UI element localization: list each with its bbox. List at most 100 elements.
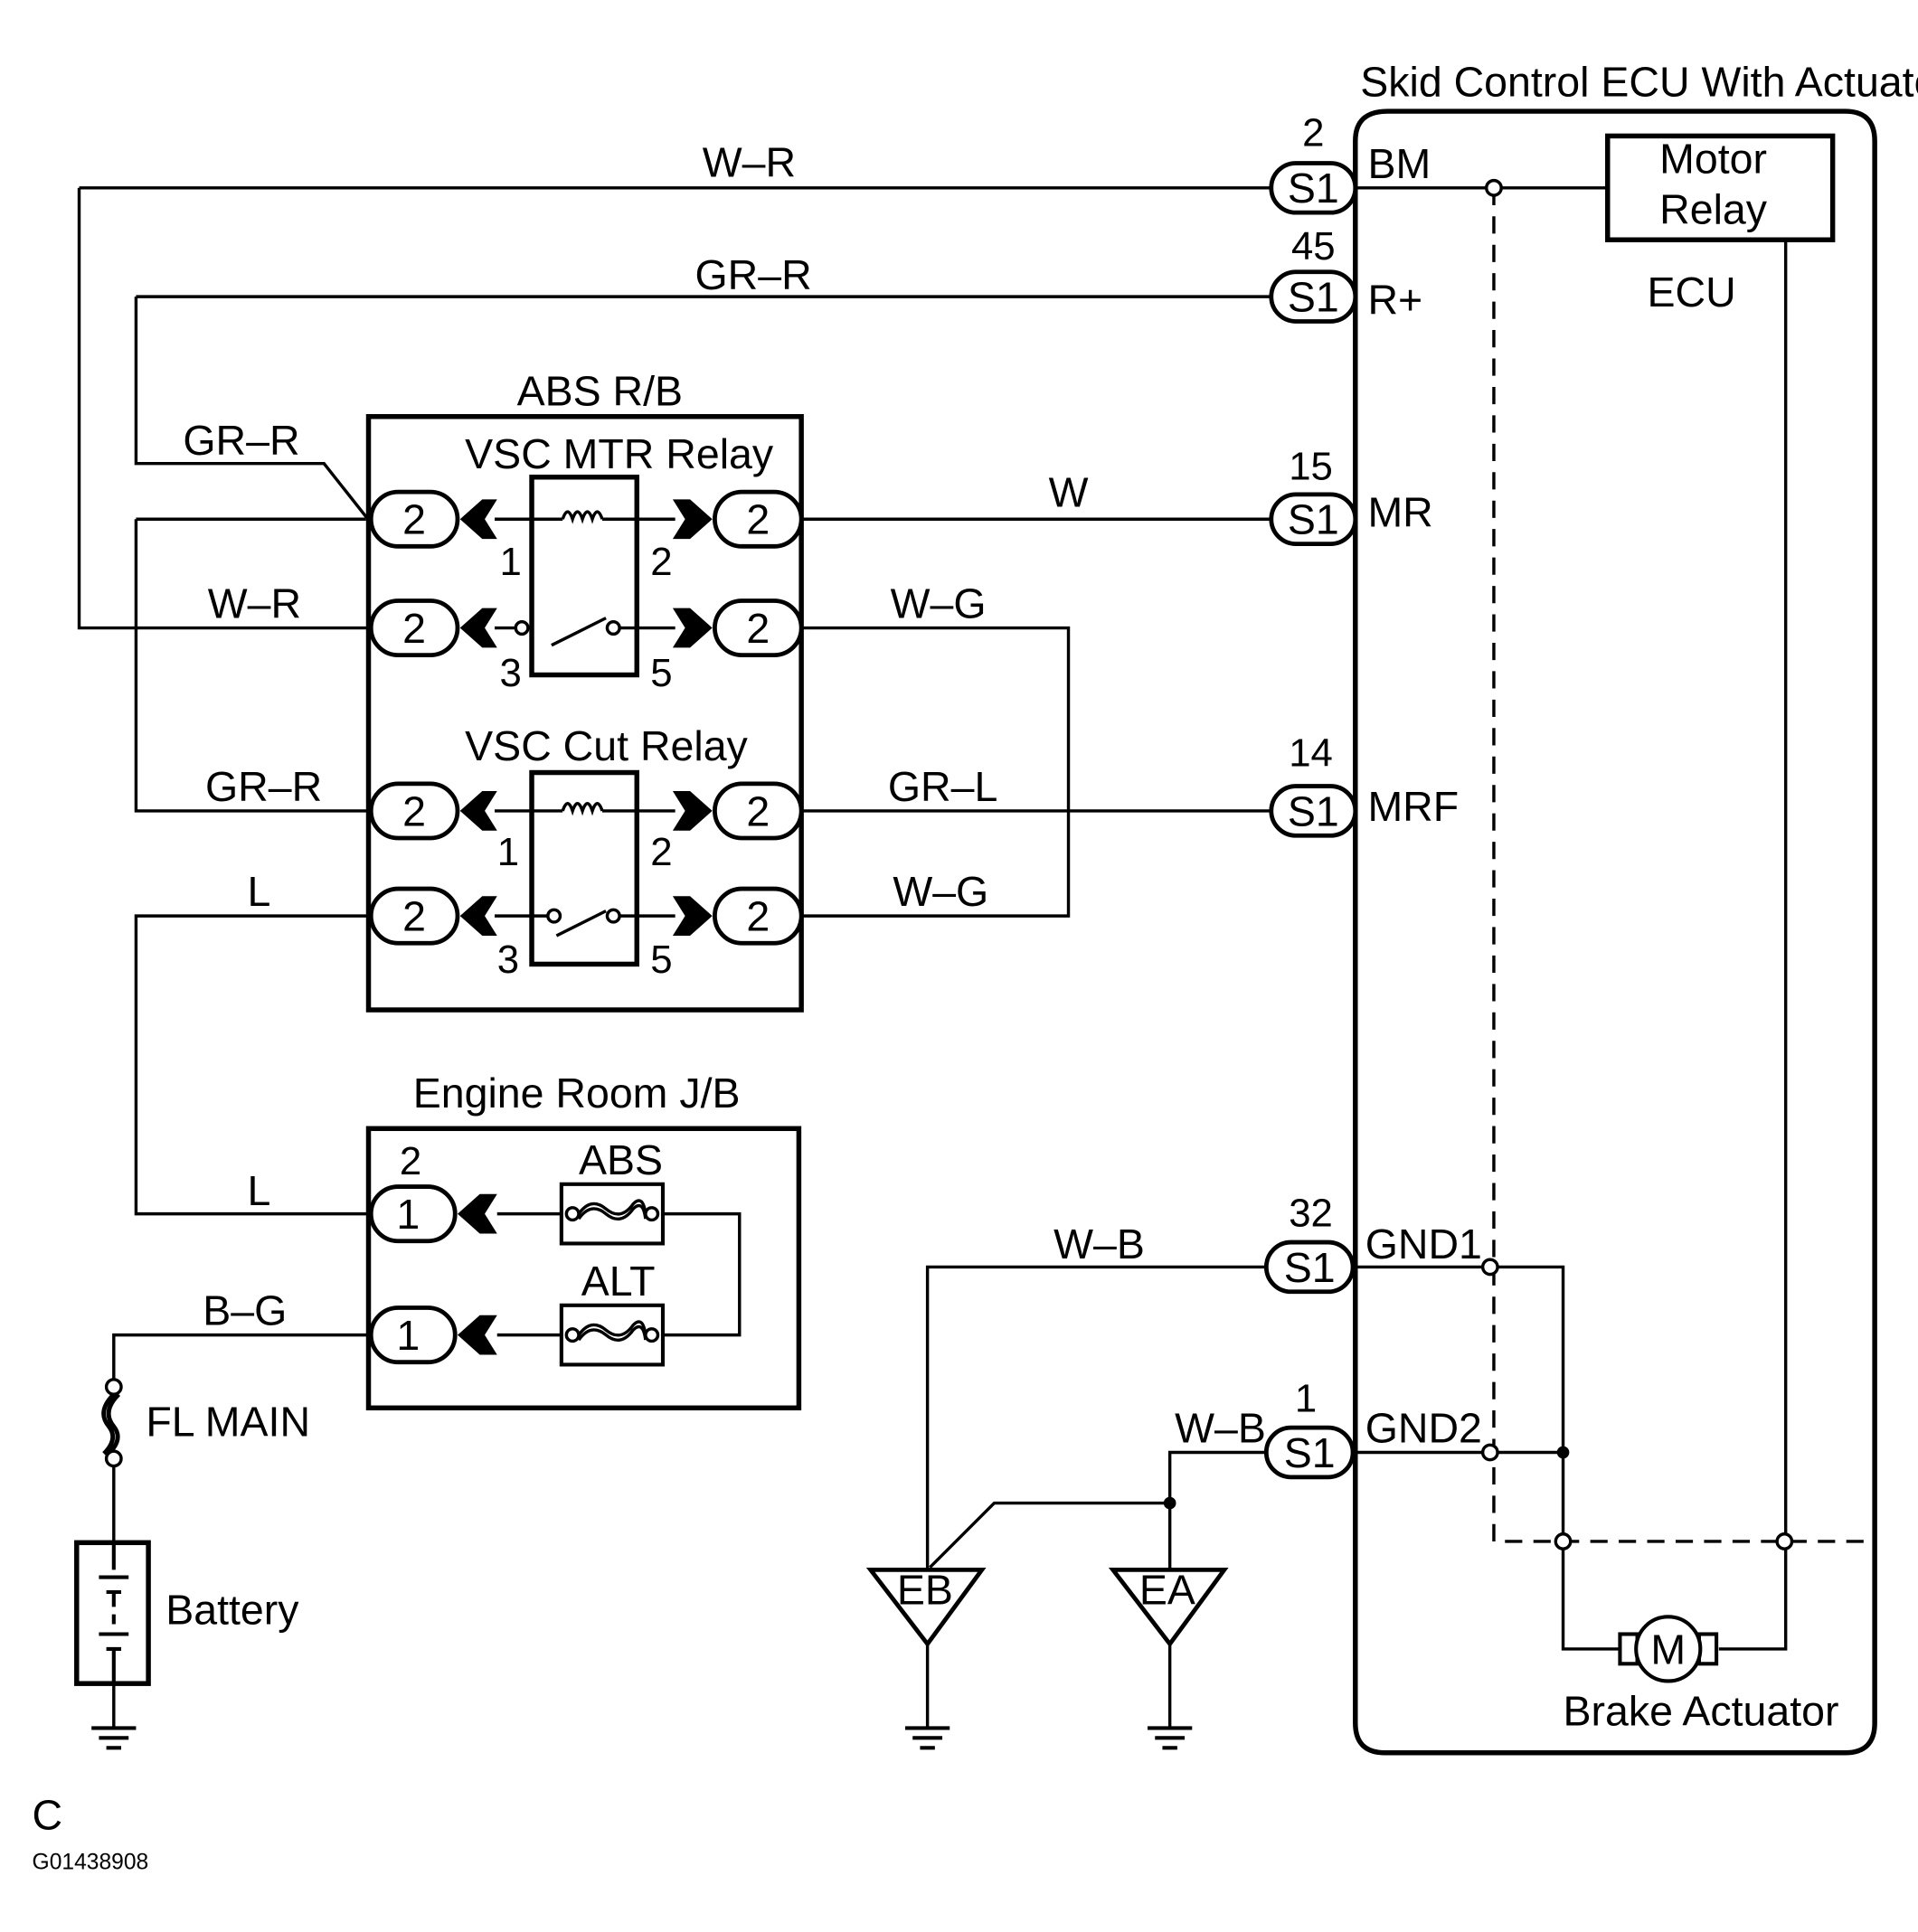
wire-w-b-gnd1 xyxy=(925,1265,1267,1570)
junction-ea xyxy=(1163,1496,1176,1510)
fl-main-label: FL MAIN xyxy=(146,1399,310,1446)
wire-label-gr-l: GR–L xyxy=(888,763,997,810)
svg-text:2: 2 xyxy=(650,540,672,584)
svg-text:2: 2 xyxy=(746,496,770,543)
terminal-gnd2: 1 S1 GND2 xyxy=(1263,1376,1482,1480)
svg-text:1: 1 xyxy=(1295,1376,1317,1420)
wire-label-w-b-1: W–B xyxy=(1053,1220,1145,1268)
terminal-bm: 2 S1 BM xyxy=(1269,110,1431,215)
svg-text:45: 45 xyxy=(1291,224,1336,269)
ground-eb-icon xyxy=(905,1726,950,1750)
svg-text:3: 3 xyxy=(499,651,521,695)
ground-symbols xyxy=(91,1726,1193,1750)
vsc-mtr-coil xyxy=(561,510,604,524)
terminal-r-plus: 45 S1 R+ xyxy=(1269,224,1422,324)
fuse-alt xyxy=(559,1303,666,1367)
svg-text:2: 2 xyxy=(650,830,672,874)
svg-text:3: 3 xyxy=(497,938,519,982)
wire-b-g xyxy=(112,1333,372,1382)
svg-text:MRF: MRF xyxy=(1367,783,1459,830)
abs-rb: ABS R/B VSC MTR Relay VSC Cut Relay 1 2 … xyxy=(365,367,804,1013)
ground-battery-icon xyxy=(91,1726,137,1750)
wire-l xyxy=(134,914,372,1216)
wire-gr-r-mtr xyxy=(134,297,372,519)
engine-jb-pin-number: 2 xyxy=(400,1139,421,1183)
svg-text:S1: S1 xyxy=(1288,787,1339,834)
svg-text:BM: BM xyxy=(1367,140,1431,187)
wire-label-w-r-top: W–R xyxy=(703,139,796,186)
wire-label-w-b-2: W–B xyxy=(1175,1405,1266,1452)
svg-text:1: 1 xyxy=(396,1191,420,1238)
ground-ea-icon xyxy=(1148,1726,1193,1750)
motor-symbol: M xyxy=(1650,1626,1686,1673)
wire-label-b-g: B–G xyxy=(203,1287,287,1334)
wire-labels: W–R GR–R GR–R W–R W W–G GR–R GR–L L W–G … xyxy=(183,139,1265,1452)
wire-w-g-loop xyxy=(801,626,1071,918)
vsc-cut-relay-title: VSC Cut Relay xyxy=(465,722,748,769)
wire-label-w-g-1: W–G xyxy=(891,580,987,627)
abs-rb-title: ABS R/B xyxy=(517,367,683,414)
engine-room-jb: Engine Room J/B 2 1 1 ABS ALT xyxy=(365,1070,802,1411)
svg-text:2: 2 xyxy=(402,496,426,543)
ecu-node-gnd1 xyxy=(1480,1258,1499,1277)
svg-text:2: 2 xyxy=(402,787,426,834)
skid-control-ecu: Skid Control ECU With Actuator Motor Rel… xyxy=(1353,59,1918,1756)
svg-text:1: 1 xyxy=(499,540,521,584)
vsc-mtr-switch xyxy=(551,617,607,647)
svg-text:2: 2 xyxy=(1302,110,1324,155)
fuse-abs-label: ABS xyxy=(579,1136,663,1183)
svg-text:1: 1 xyxy=(497,830,519,874)
svg-text:MR: MR xyxy=(1367,488,1432,535)
wire-label-w-r-mtr: W–R xyxy=(208,580,301,627)
svg-text:2: 2 xyxy=(746,787,770,834)
svg-text:5: 5 xyxy=(650,938,672,982)
wire-label-l-1: L xyxy=(248,868,271,915)
ecu-box xyxy=(1353,108,1877,1756)
svg-text:2: 2 xyxy=(402,893,426,940)
ecu-node-dash-2 xyxy=(1775,1532,1794,1550)
vsc-cut-coil xyxy=(561,801,604,816)
svg-text:GND2: GND2 xyxy=(1365,1405,1482,1452)
svg-text:R+: R+ xyxy=(1367,276,1422,323)
svg-text:GND1: GND1 xyxy=(1365,1220,1482,1268)
ecu-label: ECU xyxy=(1648,269,1736,316)
fuse-alt-label: ALT xyxy=(581,1258,656,1305)
engine-jb-title: Engine Room J/B xyxy=(413,1070,741,1117)
motor-relay-label-2: Relay xyxy=(1659,185,1768,232)
wire-ea-eb-cross xyxy=(929,1501,1170,1569)
ecu-dashed-boundary xyxy=(1492,187,1867,1543)
wire-label-gr-r-cut: GR–R xyxy=(205,763,322,810)
svg-text:S1: S1 xyxy=(1288,274,1339,321)
svg-text:5: 5 xyxy=(650,651,672,695)
brake-actuator-motor: M xyxy=(1618,1615,1719,1683)
svg-text:2: 2 xyxy=(746,893,770,940)
ground-point-ea: EA xyxy=(1108,1567,1229,1648)
terminal-mrf: 14 S1 MRF xyxy=(1269,731,1459,838)
footer-code: G01438908 xyxy=(33,1850,149,1874)
svg-text:S1: S1 xyxy=(1288,496,1339,543)
svg-text:S1: S1 xyxy=(1284,1429,1336,1476)
abs-rb-right-connectors: 2 2 2 2 xyxy=(672,489,804,946)
ground-ea-label: EA xyxy=(1139,1567,1195,1614)
wire-label-w: W xyxy=(1049,469,1089,516)
abs-rb-left-connectors: 2 2 2 2 xyxy=(368,489,497,946)
svg-text:2: 2 xyxy=(746,605,770,652)
battery-label: Battery xyxy=(165,1587,299,1634)
wire-gr-r-cut xyxy=(134,519,372,813)
brake-actuator-label: Brake Actuator xyxy=(1564,1688,1839,1735)
ground-point-eb: EB xyxy=(865,1567,987,1648)
footer-letter: C xyxy=(33,1792,63,1839)
ecu-node-gnd2 xyxy=(1480,1443,1499,1462)
wires xyxy=(77,186,1274,1729)
vsc-cut-switch xyxy=(555,909,607,938)
wire-label-gr-r-mtr: GR–R xyxy=(183,417,299,464)
engine-jb-box xyxy=(365,1126,802,1411)
terminal-mr: 15 S1 MR xyxy=(1269,444,1433,546)
wire-w-r-left-bus xyxy=(77,187,372,630)
abs-rb-box xyxy=(365,414,804,1013)
terminal-gnd1: 32 S1 GND1 xyxy=(1263,1191,1482,1295)
svg-text:32: 32 xyxy=(1289,1191,1333,1235)
svg-text:S1: S1 xyxy=(1288,165,1339,212)
motor-relay-label-1: Motor xyxy=(1659,135,1767,182)
